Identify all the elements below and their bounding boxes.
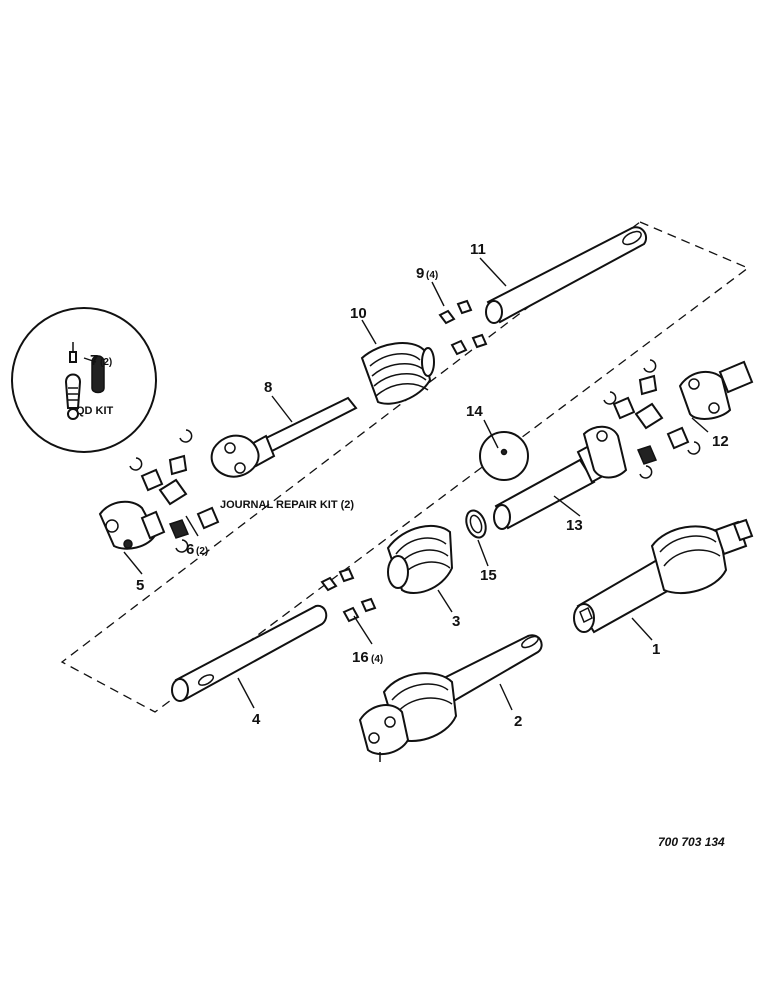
part-9-clips bbox=[438, 299, 488, 356]
label-part-9: 9 bbox=[416, 265, 424, 282]
label-part-16: 16 bbox=[352, 649, 369, 666]
part-10-outer-shield bbox=[360, 342, 435, 405]
label-part-13: 13 bbox=[566, 517, 583, 534]
label-part-6: 6 bbox=[186, 541, 194, 558]
label-part-7: 7 bbox=[90, 352, 98, 369]
label-part-9-qty: (4) bbox=[426, 270, 438, 281]
label-part-5: 5 bbox=[136, 577, 144, 594]
part-5-tractor-yoke bbox=[98, 500, 166, 550]
label-journal-repair-kit: JOURNAL REPAIR KIT (2) bbox=[220, 499, 354, 511]
label-part-4: 4 bbox=[252, 711, 261, 728]
label-part-8: 8 bbox=[264, 379, 272, 396]
label-part-11: 11 bbox=[470, 241, 486, 258]
part-11-outer-tube bbox=[485, 226, 648, 324]
label-part-14: 14 bbox=[466, 403, 483, 420]
journal-repair-kit-right bbox=[603, 359, 701, 479]
label-part-15: 15 bbox=[480, 567, 497, 584]
label-part-10: 10 bbox=[350, 305, 367, 322]
part-12-implement-yoke bbox=[678, 360, 754, 420]
label-part-6-qty: (2) bbox=[196, 546, 208, 557]
figure-number: 700 703 134 bbox=[658, 835, 725, 849]
part-labels: 11 9 (4) 10 8 7 (2) QD KIT 14 12 JOURNAL… bbox=[76, 241, 729, 849]
label-part-7-qty: (2) bbox=[100, 357, 112, 368]
part-16-clips bbox=[320, 567, 377, 623]
journal-repair-kit-left bbox=[129, 429, 220, 553]
qd-kit-inset bbox=[11, 307, 157, 453]
label-qd-kit: QD KIT bbox=[76, 405, 114, 417]
part-4-tube bbox=[171, 604, 328, 702]
part-14-decal bbox=[479, 431, 529, 481]
label-part-12: 12 bbox=[712, 433, 729, 450]
label-part-2: 2 bbox=[514, 713, 522, 730]
part-8-inner-yoke-shaft bbox=[210, 396, 358, 478]
label-part-1: 1 bbox=[652, 641, 660, 658]
part-3-inner-shield bbox=[386, 524, 454, 594]
assembly-guide-lines bbox=[60, 221, 750, 713]
part-15-bearing-ring bbox=[465, 509, 487, 539]
part-1-implement-half bbox=[573, 518, 754, 634]
label-part-16-qty: (4) bbox=[371, 654, 383, 665]
part-13-inner-tube bbox=[493, 425, 628, 530]
label-part-3: 3 bbox=[452, 613, 460, 630]
part-2-tractor-half bbox=[358, 634, 543, 762]
leader-lines bbox=[83, 257, 709, 711]
